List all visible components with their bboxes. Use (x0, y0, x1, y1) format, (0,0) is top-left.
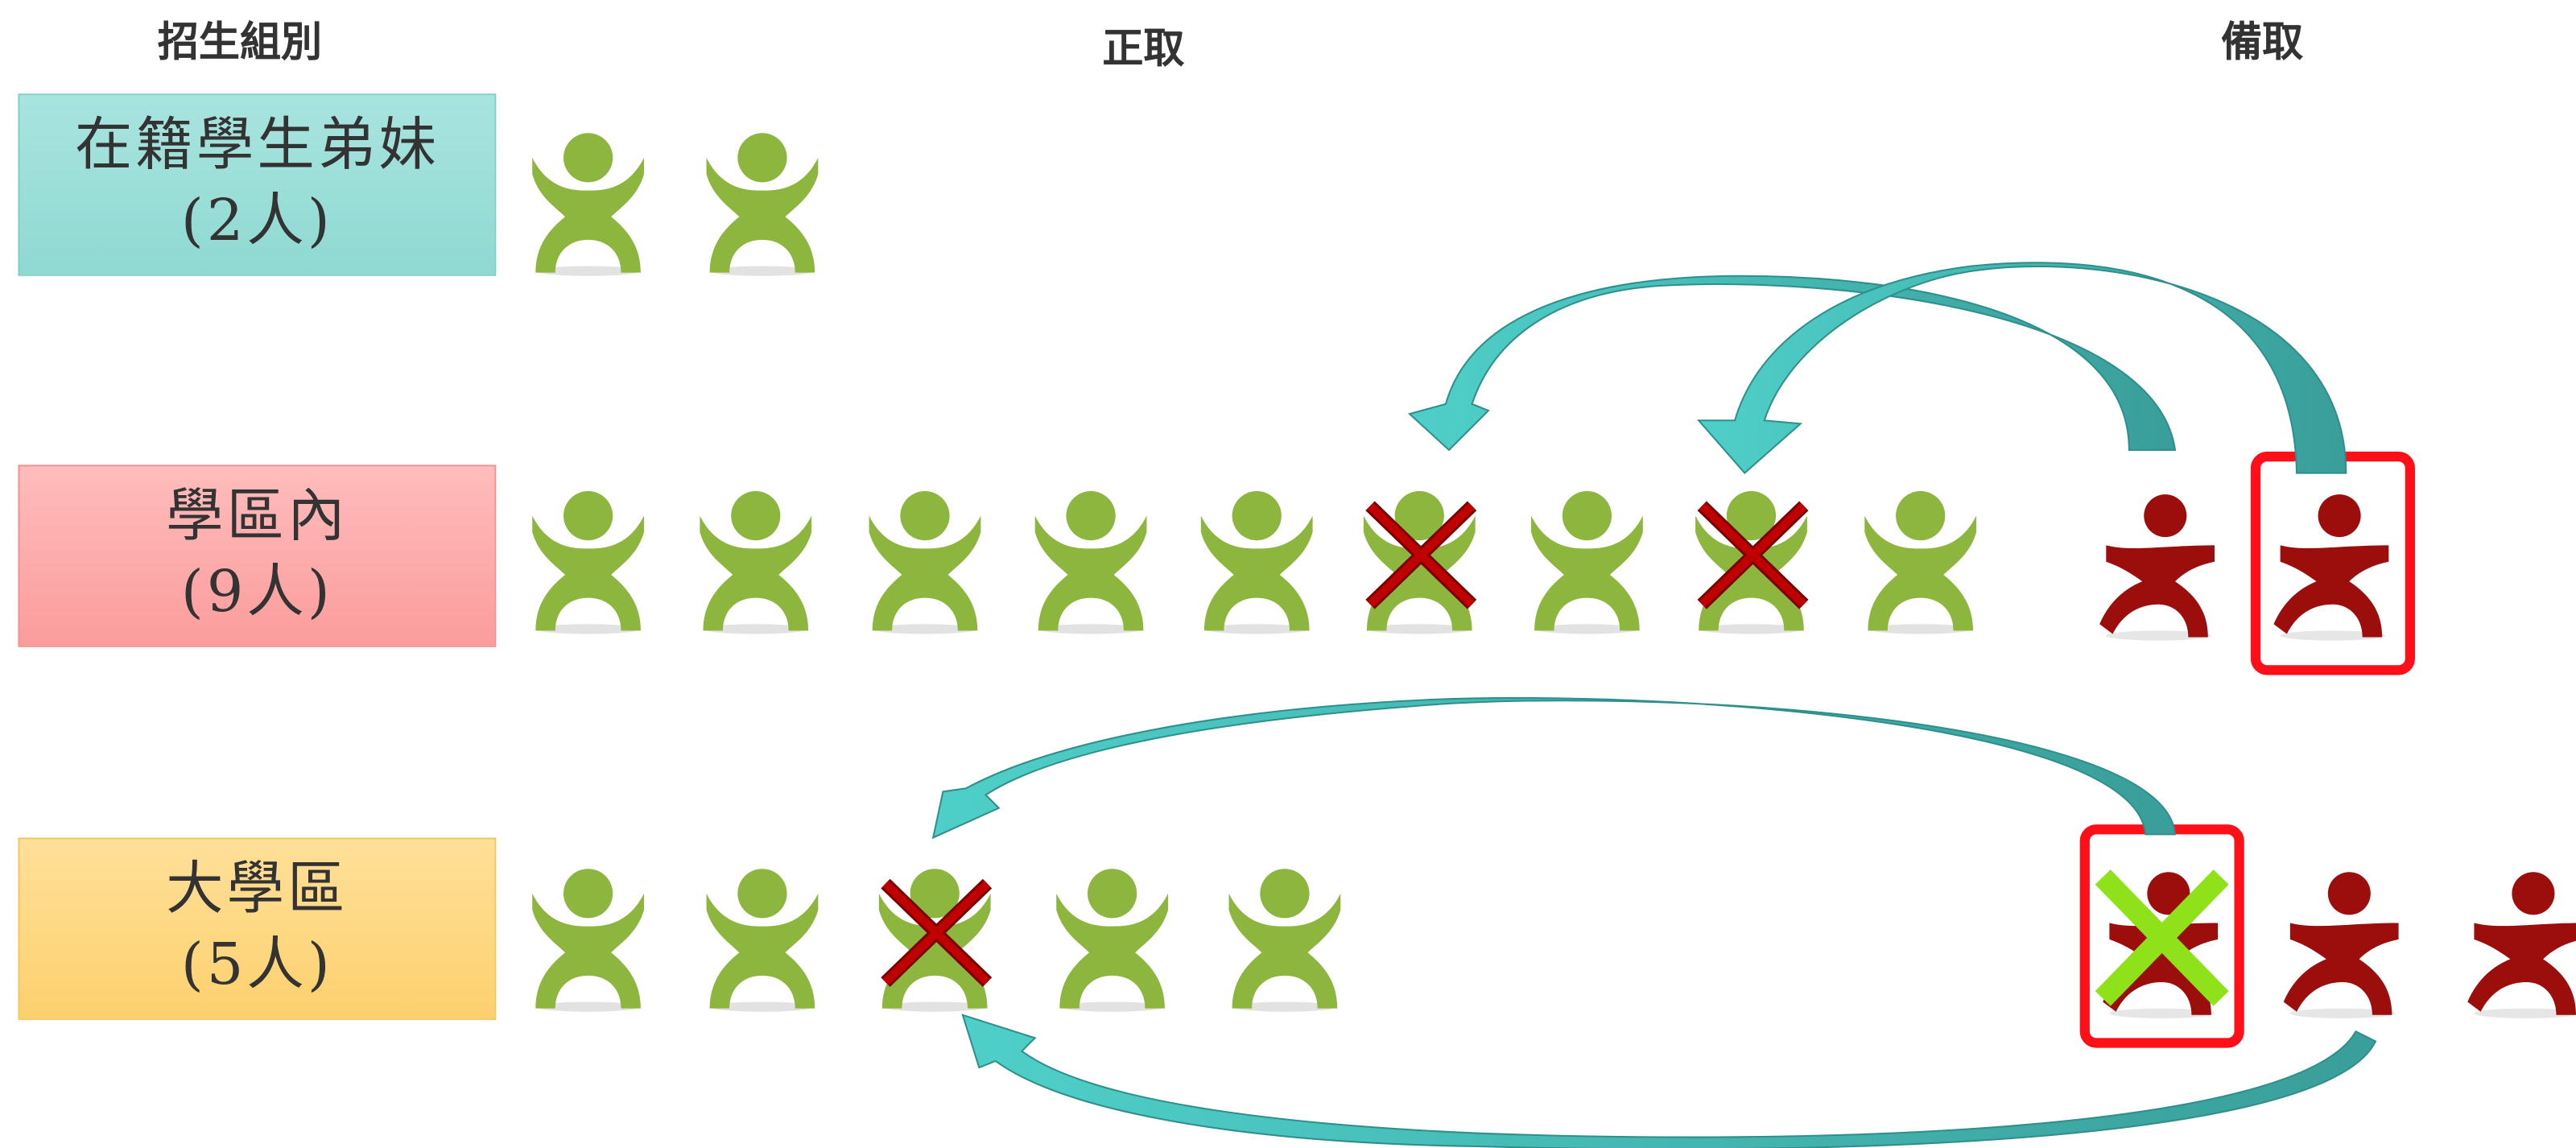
person-green-icon (1032, 483, 1150, 634)
person-green-icon (703, 125, 821, 276)
group-label-school-district: 學區內 (9人) (18, 465, 497, 647)
arrow-c (931, 697, 2177, 840)
person-red-icon (2467, 867, 2576, 1018)
group-name: 學區內 (166, 484, 349, 551)
group-label-large-district: 大學區 (5人) (18, 837, 497, 1020)
person-green-icon (1861, 483, 1979, 634)
person-green-icon (703, 861, 821, 1012)
person-green-icon (529, 125, 647, 276)
group-count: (5人) (180, 931, 333, 998)
person-green-icon (1692, 483, 1810, 634)
person-green-icon (1225, 861, 1344, 1012)
person-green-icon (696, 483, 815, 634)
person-green-icon (876, 861, 994, 1012)
group-name: 大學區 (166, 857, 349, 923)
header-admitted: 正取 (1102, 24, 1185, 72)
person-green-icon (1198, 483, 1316, 634)
person-green-icon (1528, 483, 1646, 634)
person-green-icon (1053, 861, 1171, 1012)
arrow-a (1407, 275, 2177, 452)
person-green-icon (529, 861, 647, 1012)
header-group: 招生組別 (157, 18, 323, 66)
arrow-b (1696, 262, 2347, 474)
person-red-icon (2273, 489, 2392, 641)
person-green-icon (866, 483, 985, 634)
person-green-icon (1360, 483, 1479, 634)
person-red-icon (2283, 867, 2402, 1018)
group-name: 在籍學生弟妹 (74, 113, 440, 180)
group-label-siblings: 在籍學生弟妹 (2人) (18, 93, 497, 276)
group-count: (2人) (180, 188, 333, 254)
person-green-icon (529, 483, 647, 634)
highlight-box (2250, 452, 2415, 675)
person-red-icon (2095, 867, 2229, 1018)
group-count: (9人) (180, 559, 333, 626)
person-red-icon (2099, 489, 2218, 641)
header-waitlist: 備取 (2221, 18, 2304, 66)
arrow-d (961, 1014, 2377, 1148)
